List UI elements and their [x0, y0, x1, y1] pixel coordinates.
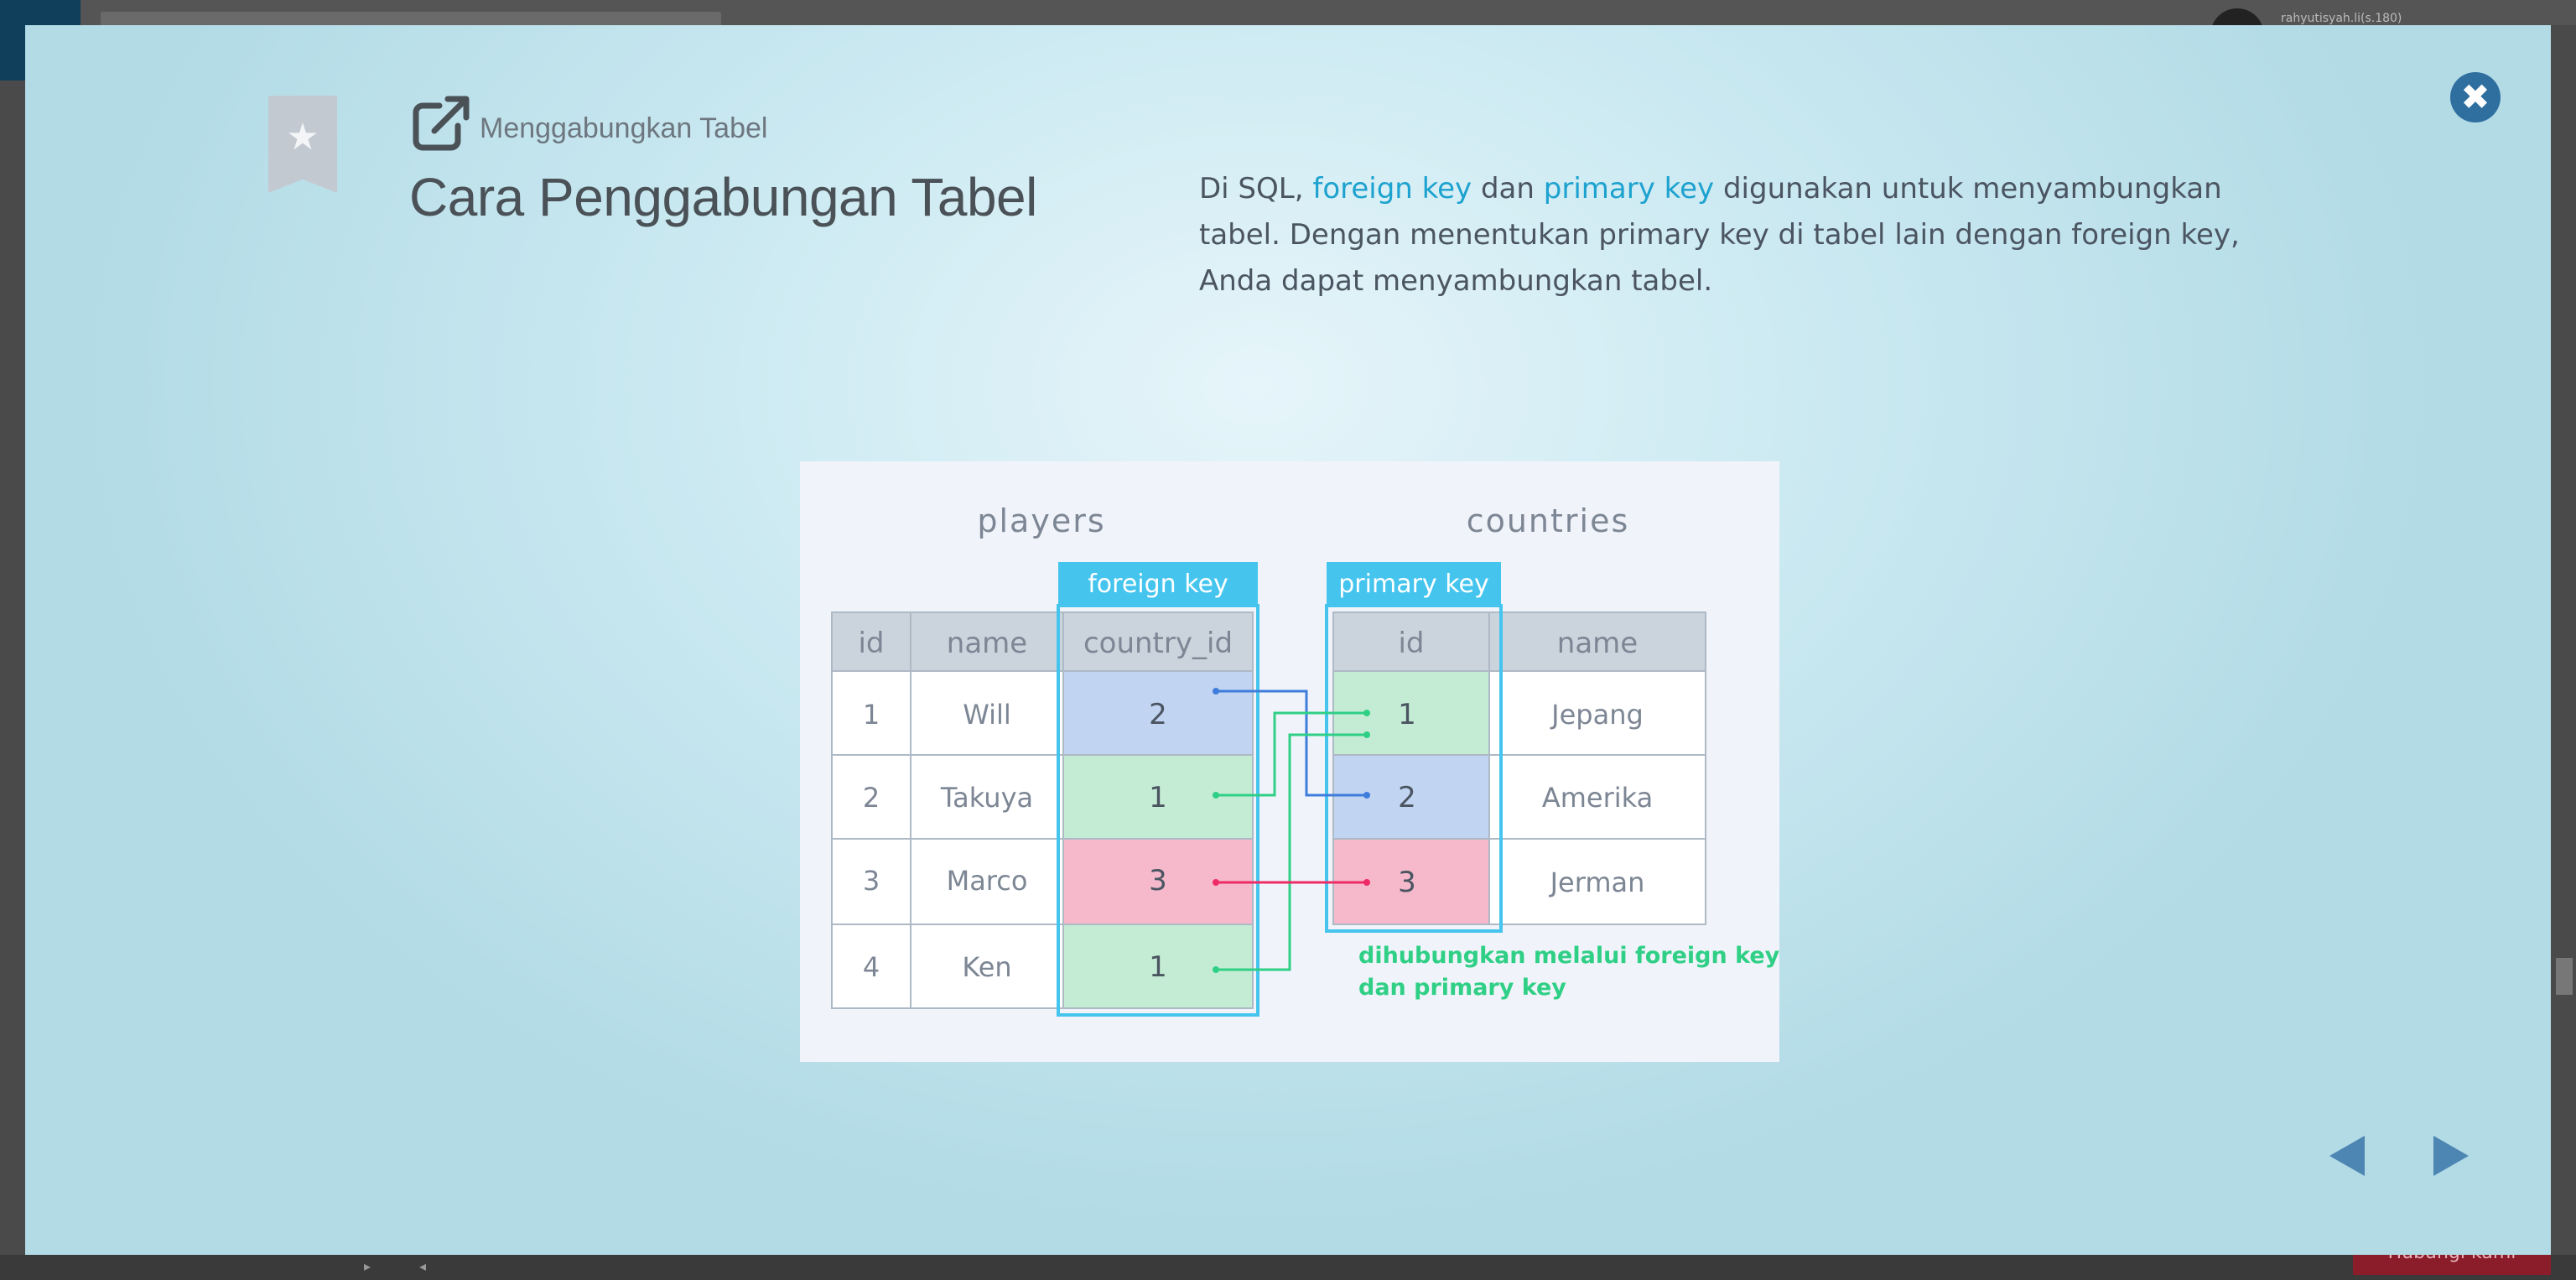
background-url-bar — [101, 12, 721, 27]
foreign-key-label: foreign key — [1088, 570, 1228, 599]
player-name: Takuya — [940, 782, 1033, 814]
connector-dot — [1213, 688, 1219, 695]
country-id: 2 — [1398, 781, 1416, 814]
player-country-id: 3 — [1149, 864, 1167, 898]
player-id: 3 — [863, 865, 880, 897]
connector-dot — [1213, 966, 1219, 973]
players-label: players — [977, 502, 1105, 539]
foreign-key-tab — [1058, 562, 1258, 606]
bookmark-button[interactable]: ★ — [268, 96, 337, 193]
fk-cell-green — [1063, 924, 1253, 1008]
arrow-left-icon — [2329, 1136, 2365, 1176]
player-name: Will — [963, 699, 1011, 731]
country-id: 3 — [1398, 866, 1416, 899]
countries-grid-lines — [1332, 611, 1706, 925]
player-country-id: 1 — [1149, 950, 1167, 984]
connector-ken-to-jepang — [1216, 733, 1367, 971]
players-table-body — [831, 611, 1254, 1009]
desc-text-3: digunakan untuk menyambungkan tabel. Den… — [1199, 172, 2240, 298]
connector-dot — [1363, 731, 1370, 738]
country-id: 1 — [1398, 698, 1416, 731]
connector-dot — [1213, 879, 1219, 886]
connector-dot — [1363, 710, 1370, 716]
connector-takuya-to-jepang — [1216, 711, 1367, 797]
countries-header-name: name — [1557, 627, 1638, 660]
star-icon: ★ — [286, 116, 319, 159]
countries-label: countries — [1467, 502, 1630, 539]
countries-body-bg — [1489, 671, 1706, 924]
player-name: Marco — [947, 865, 1028, 897]
desc-text-2: dan — [1472, 172, 1544, 206]
foreign-key-column-highlight — [1057, 604, 1259, 1017]
country-name: Jepang — [1550, 699, 1644, 731]
slide-description: Di SQL, foreign key dan primary key digu… — [1199, 166, 2281, 304]
players-header-cell — [911, 612, 1063, 671]
close-button[interactable]: ✖ — [2450, 72, 2501, 122]
countries-header-cell — [1333, 612, 1489, 671]
previous-slide-button[interactable] — [2323, 1129, 2373, 1183]
player-country-id: 1 — [1149, 781, 1167, 814]
close-icon: ✖ — [2460, 76, 2490, 117]
background-scrollbar-thumb[interactable] — [2556, 958, 2573, 995]
player-id: 1 — [863, 699, 880, 731]
slide-subtitle: Menggabungkan Tabel — [480, 112, 768, 144]
players-header-cell — [832, 612, 911, 671]
arrow-right-icon — [2433, 1136, 2469, 1176]
connector-dot — [1363, 879, 1370, 886]
next-slide-button[interactable] — [2425, 1129, 2475, 1183]
desc-keyword-foreign-key: foreign key — [1312, 172, 1472, 206]
player-id: 2 — [863, 782, 880, 814]
countries-table-body — [1332, 611, 1706, 925]
primary-key-tab — [1327, 562, 1501, 606]
pk-cell-blue — [1333, 755, 1489, 839]
fk-cell-blue — [1063, 671, 1253, 755]
desc-keyword-primary-key: primary key — [1543, 172, 1715, 206]
country-name: Amerika — [1542, 782, 1653, 814]
primary-key-label: primary key — [1338, 570, 1488, 599]
players-grid-lines — [831, 611, 1254, 1009]
country-name: Jerman — [1549, 866, 1645, 898]
countries-header-id: id — [1398, 627, 1424, 660]
background-chevron-right-icon[interactable]: ▸ — [364, 1258, 371, 1274]
players-header-cell — [1063, 612, 1253, 671]
players-header-id: id — [858, 627, 884, 660]
slide-modal: ★ Menggabungkan Tabel Cara Penggabungan … — [25, 25, 2551, 1255]
connector-dot — [1213, 792, 1219, 799]
external-link-icon[interactable] — [411, 92, 473, 153]
background-chevron-left-icon[interactable]: ◂ — [419, 1258, 427, 1274]
background-username: rahyutisyah.li(s.180) — [2281, 12, 2402, 25]
player-country-id: 2 — [1149, 698, 1167, 731]
diagram-note-line1: dihubungkan melalui foreign key — [1358, 943, 1779, 969]
desc-text-1: Di SQL, — [1199, 172, 1313, 206]
countries-header-cell — [1489, 612, 1706, 671]
connector-will-to-amerika — [1216, 689, 1367, 797]
connector-dot — [1363, 792, 1370, 799]
join-diagram: players countries foreign key primary ke… — [800, 461, 1779, 1062]
background-bottombar — [0, 1255, 2576, 1280]
fk-cell-green — [1063, 755, 1253, 839]
slide-title: Cara Penggabungan Tabel — [409, 167, 1037, 227]
player-name: Ken — [962, 951, 1011, 983]
diagram-note-line2: dan primary key — [1358, 975, 1566, 1001]
player-id: 4 — [863, 951, 880, 983]
players-header-country-id: country_id — [1083, 627, 1233, 660]
players-header-name: name — [947, 627, 1027, 660]
primary-key-column-highlight — [1325, 604, 1503, 933]
